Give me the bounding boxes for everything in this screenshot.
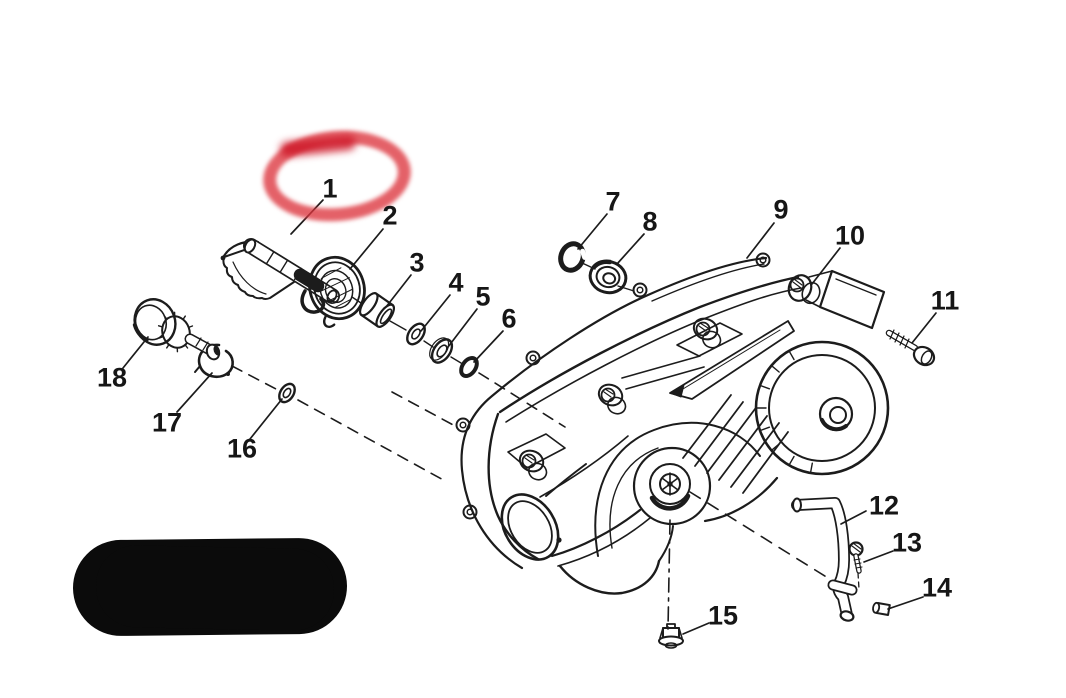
leader-5 — [447, 308, 478, 348]
part-7-plug — [558, 241, 588, 273]
part-18-starter-gear — [132, 298, 221, 361]
leader-14 — [887, 596, 924, 610]
part-6-oring — [459, 355, 479, 379]
callout-label-8: 8 — [642, 206, 658, 237]
callout-label-1: 1 — [322, 173, 338, 204]
callout-label-12: 12 — [868, 490, 900, 521]
intake-duct — [500, 463, 651, 567]
cover-body — [487, 275, 890, 595]
callout-label-10: 10 — [834, 220, 866, 251]
part-15-drain-bolt — [658, 623, 684, 649]
leader-3 — [385, 274, 412, 308]
callout-label-9: 9 — [773, 194, 789, 225]
leader-8 — [616, 233, 645, 265]
leader-13 — [863, 550, 894, 563]
driven-boss — [632, 446, 712, 526]
callout-label-4: 4 — [448, 267, 464, 298]
callout-label-11: 11 — [930, 285, 960, 316]
leader-16 — [249, 398, 283, 440]
leader-1 — [290, 199, 324, 235]
part-11-bolt — [885, 329, 936, 367]
leader-18 — [122, 336, 149, 369]
leader-2 — [349, 228, 384, 270]
part-12-kick-lever — [791, 497, 858, 622]
leader-15 — [682, 622, 710, 635]
part-2-spiral-spring — [308, 255, 366, 328]
part-14-nut — [872, 601, 891, 616]
callout-label-7: 7 — [605, 186, 621, 217]
leader-lines — [122, 199, 937, 635]
part-16-washer — [278, 382, 296, 404]
part-8-bearing — [588, 259, 628, 295]
part-13-bolt — [848, 541, 864, 574]
part-1-kickstart-shaft — [220, 238, 340, 314]
part-4-washer — [406, 322, 426, 346]
callout-label-16: 16 — [226, 433, 258, 464]
clutch-boss — [754, 340, 890, 476]
leader-7 — [577, 213, 608, 250]
callout-label-3: 3 — [409, 247, 425, 278]
callout-label-5: 5 — [475, 281, 491, 312]
leader-17 — [176, 372, 213, 413]
callout-label-6: 6 — [501, 303, 517, 334]
leader-6 — [473, 330, 504, 363]
leader-4 — [420, 294, 451, 332]
leader-10 — [811, 247, 841, 285]
callout-label-18: 18 — [96, 362, 128, 393]
leader-9 — [746, 222, 775, 259]
leader-12 — [840, 510, 867, 525]
assembly-axis-lines — [231, 365, 860, 630]
callout-label-14: 14 — [921, 572, 953, 603]
cover-bolt-boss — [518, 317, 722, 481]
callout-label-2: 2 — [382, 200, 398, 231]
part-5-washer — [429, 337, 454, 364]
callout-label-15: 15 — [707, 600, 739, 631]
callout-label-13: 13 — [891, 527, 923, 558]
part-10-bracket — [787, 269, 886, 330]
callout-label-17: 17 — [151, 407, 183, 438]
part-3-bushing — [358, 292, 396, 328]
redaction-scribble — [95, 544, 335, 632]
leader-11 — [911, 312, 937, 344]
axis-connectors — [351, 261, 635, 364]
cover-ribs — [682, 394, 789, 494]
